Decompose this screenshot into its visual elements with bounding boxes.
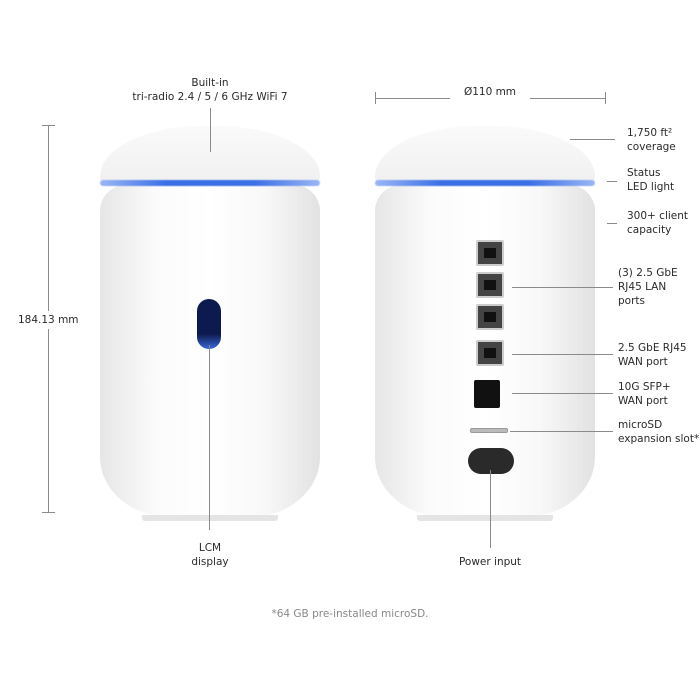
leader-line	[607, 223, 617, 224]
callout-lcm: LCM display	[170, 541, 250, 569]
leader-line	[512, 354, 613, 355]
footnote: *64 GB pre-installed microSD.	[271, 608, 429, 620]
callout-text: WAN port	[618, 356, 668, 368]
diameter-label: Ø110 mm	[450, 85, 530, 99]
lan-port	[476, 304, 504, 330]
callout-text: microSD	[618, 419, 663, 431]
height-label: 184.13 mm	[18, 311, 79, 329]
callout-text: ports	[618, 295, 645, 307]
leader-line	[570, 139, 615, 140]
dimension-tick	[42, 125, 55, 126]
callout-text: RJ45 LAN	[618, 281, 667, 293]
callout-radio: Built-in tri-radio 2.4 / 5 / 6 GHz WiFi 7	[110, 76, 310, 104]
callout-text: WAN port	[618, 395, 668, 407]
lan-port	[476, 240, 504, 266]
callout-lan: (3) 2.5 GbE RJ45 LAN ports	[618, 266, 678, 308]
callout-clients: 300+ client capacity	[627, 209, 688, 237]
sfp-port	[474, 380, 500, 408]
callout-text: Status	[627, 167, 661, 179]
callout-text: Built-in	[191, 77, 229, 89]
callout-microsd: microSD expansion slot*	[618, 418, 699, 446]
callout-sfp: 10G SFP+ WAN port	[618, 380, 671, 408]
callout-text: 1,750 ft²	[627, 127, 673, 139]
power-socket	[468, 448, 514, 474]
callout-text: expansion slot*	[618, 433, 700, 445]
microsd-slot	[470, 428, 508, 433]
dimension-tick	[605, 92, 606, 104]
leader-line	[510, 431, 613, 432]
leader-line	[490, 470, 491, 548]
callout-text: 10G SFP+	[618, 381, 671, 393]
callout-coverage: 1,750 ft² coverage	[627, 126, 676, 154]
wan-port	[476, 340, 504, 366]
callout-text: (3) 2.5 GbE	[618, 267, 678, 279]
status-led	[375, 180, 595, 186]
leader-line	[512, 393, 613, 394]
callout-text: capacity	[627, 224, 672, 236]
callout-text: tri-radio 2.4 / 5 / 6 GHz WiFi 7	[132, 91, 288, 103]
lcm-screen	[197, 299, 221, 349]
leader-line	[210, 108, 211, 152]
callout-text: LCM	[198, 542, 222, 554]
leader-line	[512, 287, 613, 288]
leader-line	[607, 181, 617, 182]
callout-text: LED light	[627, 181, 675, 193]
dimension-tick	[42, 512, 55, 513]
callout-text: coverage	[627, 141, 676, 153]
callout-text: display	[191, 556, 229, 568]
dimension-tick	[375, 92, 376, 104]
callout-power: Power input	[458, 556, 522, 568]
lan-port	[476, 272, 504, 298]
status-led	[100, 180, 320, 186]
leader-line	[209, 345, 210, 530]
callout-text: 2.5 GbE RJ45	[618, 342, 687, 354]
callout-text: 300+ client	[627, 210, 689, 222]
